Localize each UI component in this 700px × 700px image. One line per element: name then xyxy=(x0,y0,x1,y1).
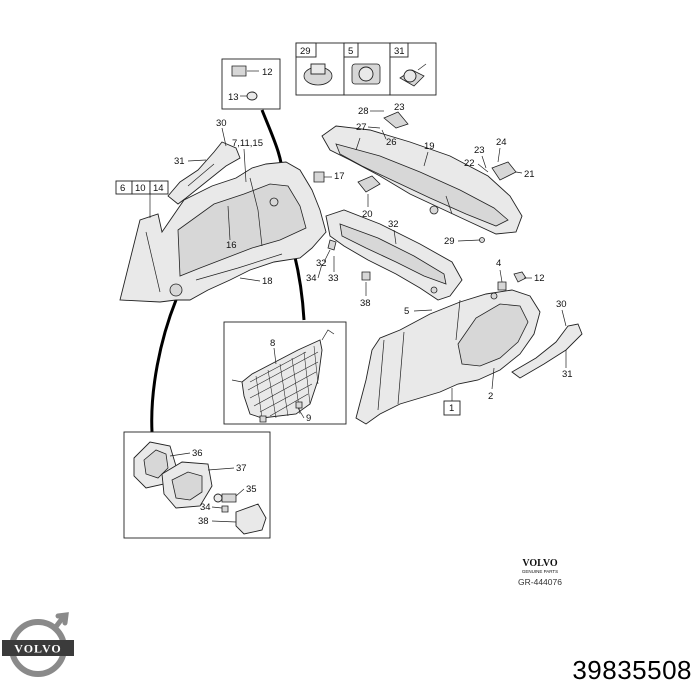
callout-12-right: 12 xyxy=(534,273,545,284)
rear-shelf-trim-19 xyxy=(321,125,523,235)
callout-18: 18 xyxy=(262,276,273,287)
callout-20: 20 xyxy=(362,209,373,220)
callout-34-left: 34 xyxy=(306,273,317,284)
callout-19: 19 xyxy=(424,141,435,152)
volvo-genuine-parts-stamp: VOLVO GENUINE PARTS GR-444076 xyxy=(518,558,562,587)
callout-17: 17 xyxy=(334,171,345,182)
clip-5-drawing xyxy=(351,63,381,85)
callout-10: 10 xyxy=(135,183,146,194)
callout-14: 14 xyxy=(153,183,164,194)
callout-2: 2 xyxy=(488,391,493,402)
callout-32-left: 32 xyxy=(316,258,327,269)
callout-36: 36 xyxy=(192,448,203,459)
box-6-10-14: 6 10 14 xyxy=(115,180,169,218)
right-bracket-30 xyxy=(511,323,583,379)
stamp-sub: GENUINE PARTS xyxy=(522,569,558,574)
callout-33: 33 xyxy=(328,273,339,284)
callout-38: 38 xyxy=(360,298,371,309)
callout-38-detail: 38 xyxy=(198,516,209,527)
box-5-tab xyxy=(343,42,359,58)
left-panel-callouts: 30 31 7,11,15 17 16 18 xyxy=(174,118,345,287)
volvo-logo: VOLVO xyxy=(2,612,74,677)
callout-24: 24 xyxy=(496,137,507,148)
callout-30-right: 30 xyxy=(556,299,567,310)
clip-31-drawing xyxy=(399,63,427,87)
leader-panel-to-detail xyxy=(150,299,178,433)
middle-trim-32: 32 32 34 33 38 xyxy=(306,209,463,309)
callout-1: 1 xyxy=(449,403,454,414)
right-panel-callouts: 4 12 5 30 31 2 1 xyxy=(404,258,573,416)
callout-21: 21 xyxy=(524,169,535,180)
box-29-tab xyxy=(295,42,317,58)
callout-23-top: 23 xyxy=(394,102,405,113)
right-side-trim-panel xyxy=(355,289,541,425)
clip-29-drawing xyxy=(303,63,333,86)
volvo-logo-arrow xyxy=(52,612,69,631)
callout-5-panel: 5 xyxy=(404,306,409,317)
callout-22: 22 xyxy=(464,158,475,169)
part-number: 39835508 xyxy=(572,655,692,685)
callout-8: 8 xyxy=(270,338,275,349)
callout-31-left: 31 xyxy=(174,156,185,167)
callout-12-top: 12 xyxy=(262,67,273,78)
callout-29: 29 xyxy=(300,46,311,57)
callout-9: 9 xyxy=(306,413,311,424)
callout-6: 6 xyxy=(120,183,125,194)
net-detail-box: 8 9 xyxy=(223,321,347,425)
fastener-boxes: 29 5 31 xyxy=(295,42,437,96)
callout-31: 31 xyxy=(394,46,405,57)
stamp-reference: GR-444076 xyxy=(518,577,562,587)
fastener-box-12-13: 12 13 xyxy=(221,58,281,110)
callout-27: 27 xyxy=(356,122,367,133)
callout-28: 28 xyxy=(358,106,369,117)
box-31-tab xyxy=(389,42,409,58)
volvo-logo-bar xyxy=(2,640,74,656)
volvo-logo-text: VOLVO xyxy=(14,642,61,656)
callout-35: 35 xyxy=(246,484,257,495)
callout-37: 37 xyxy=(236,463,247,474)
left-side-trim-panel xyxy=(119,161,327,303)
callout-30-left: 30 xyxy=(216,118,227,129)
callout-7-11-15: 7,11,15 xyxy=(232,138,263,149)
callout-4: 4 xyxy=(496,258,501,269)
shelf-callouts: 28 23 27 26 19 24 23 22 21 20 29 xyxy=(356,102,535,247)
left-upper-bracket-30 xyxy=(167,141,241,205)
callout-32-right: 32 xyxy=(388,219,399,230)
callout-34-detail: 34 xyxy=(200,502,211,513)
callout-5: 5 xyxy=(348,46,353,57)
stamp-brand: VOLVO xyxy=(522,558,558,569)
socket-detail-box: 36 37 35 34 38 xyxy=(123,431,271,539)
callout-16: 16 xyxy=(226,240,237,251)
callout-31-right: 31 xyxy=(562,369,573,380)
callout-26: 26 xyxy=(386,137,397,148)
callout-13: 13 xyxy=(228,92,239,103)
callout-29-right: 29 xyxy=(444,236,455,247)
callout-23-mid: 23 xyxy=(474,145,485,156)
